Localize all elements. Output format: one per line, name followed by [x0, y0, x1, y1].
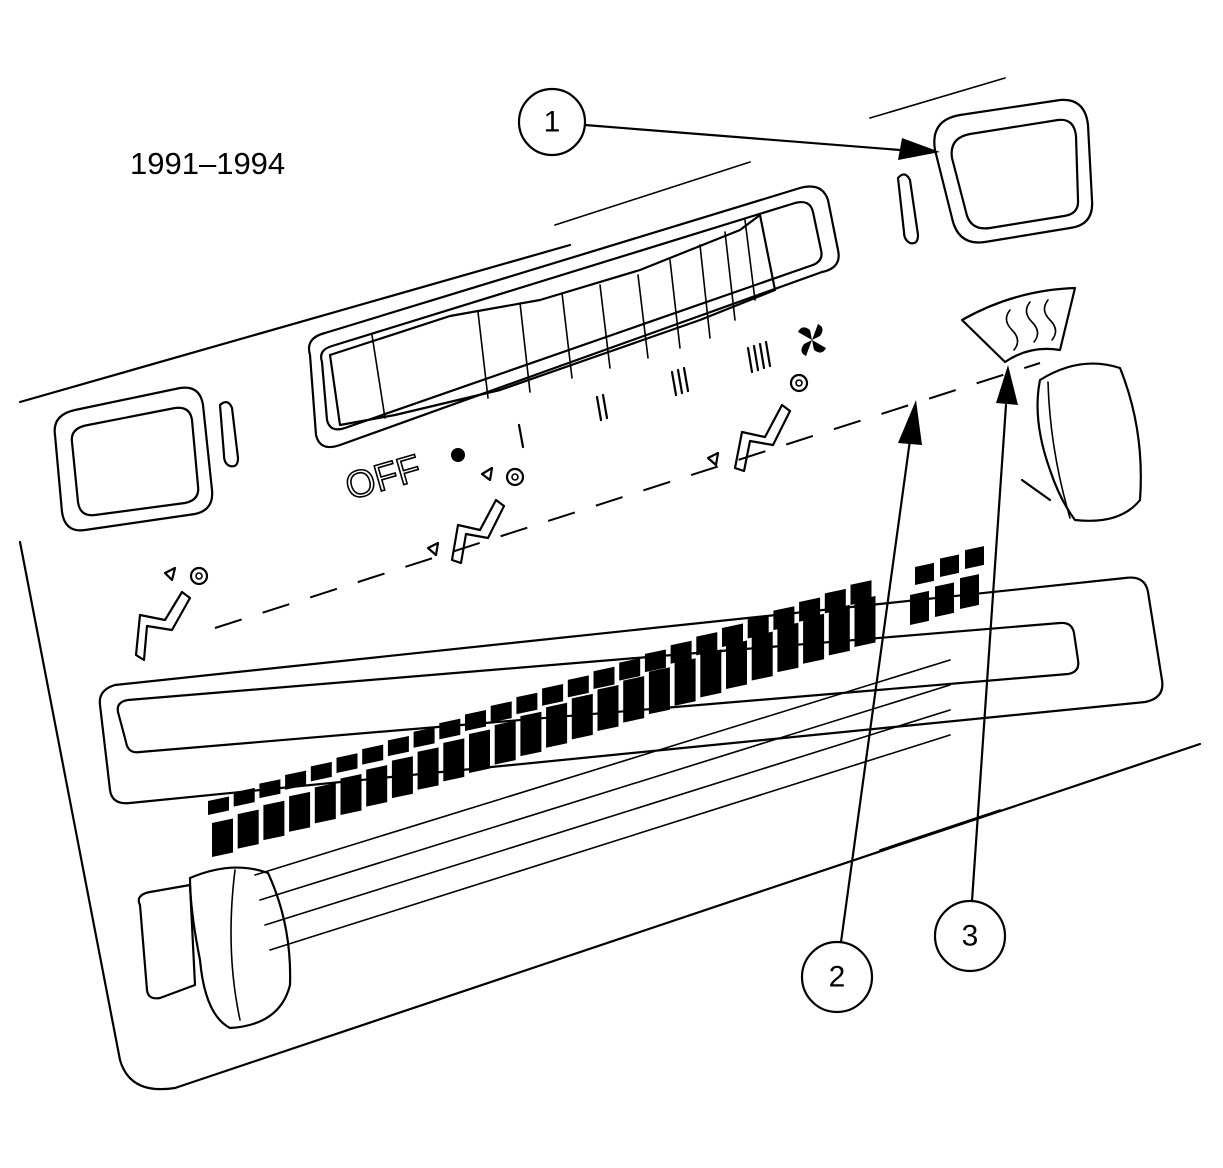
gradient-block	[362, 744, 384, 765]
gradient-block	[391, 756, 413, 799]
mode-control-knob[interactable]	[1020, 362, 1142, 522]
gradient-block	[336, 753, 358, 773]
temperature-slider-knob[interactable]	[137, 866, 292, 1030]
svg-text:3: 3	[962, 920, 979, 953]
fan-speed-3-icon	[670, 366, 690, 397]
fan-off-label: OFF	[341, 447, 426, 508]
gradient-block	[259, 779, 281, 799]
fan-speed-2-icon	[595, 393, 609, 422]
gradient-block	[289, 791, 311, 832]
gradient-block	[648, 667, 670, 715]
gradient-block	[516, 692, 538, 715]
gradient-block	[965, 546, 984, 569]
gradient-block	[490, 701, 512, 723]
gradient-block	[935, 582, 954, 617]
gradient-block	[644, 649, 666, 673]
gradient-block	[439, 718, 461, 740]
gradient-block	[910, 590, 929, 625]
gradient-block	[413, 727, 435, 748]
dashed-divider-line	[214, 362, 1041, 629]
gradient-block	[263, 800, 285, 841]
gradient-block	[314, 782, 336, 824]
gradient-block	[940, 554, 959, 577]
gradient-block	[208, 796, 229, 815]
fan-icon	[798, 324, 826, 356]
gradient-block	[960, 574, 979, 609]
gradient-block	[623, 676, 645, 723]
year-range-label: 1991–1994	[130, 146, 285, 181]
gradient-block	[700, 649, 722, 698]
gradient-block	[696, 632, 718, 656]
temperature-control[interactable]	[98, 576, 1164, 951]
gradient-block	[747, 614, 769, 639]
callout-3: 1	[517, 87, 940, 160]
gradient-block	[366, 765, 388, 807]
gradient-block	[546, 702, 568, 748]
gradient-block	[212, 818, 233, 857]
defrost-floor-icon	[426, 466, 525, 565]
gradient-block	[799, 597, 821, 622]
rear-defog-button[interactable]	[896, 98, 1094, 245]
gradient-block	[237, 809, 259, 849]
fan-speed-1-icon	[517, 423, 525, 449]
gradient-block	[387, 735, 409, 757]
gradient-block	[726, 640, 747, 689]
gradient-block	[777, 622, 799, 673]
gradient-block	[494, 720, 516, 765]
gradient-block	[854, 595, 876, 647]
gradient-block	[542, 684, 564, 706]
left-push-button[interactable]	[53, 386, 240, 532]
gradient-block	[722, 623, 743, 647]
callout-2: 3	[933, 365, 1018, 973]
svg-text:1: 1	[544, 106, 561, 139]
gradient-block	[674, 658, 696, 706]
defrost-icon	[706, 373, 809, 473]
vent-floor-icon	[134, 566, 209, 662]
gradient-block	[469, 729, 490, 773]
gradient-block	[670, 640, 692, 664]
gradient-block	[803, 613, 825, 664]
fan-off-dot-icon	[451, 448, 465, 462]
callout-1: 2	[800, 400, 922, 1014]
fan-speed-slider[interactable]	[307, 185, 840, 449]
gradient-block	[597, 685, 619, 731]
gradient-block	[567, 675, 589, 698]
gradient-block	[773, 606, 795, 631]
gradient-block	[619, 658, 641, 681]
windshield-defrost-icon	[960, 286, 1077, 364]
gradient-block	[571, 693, 593, 740]
fan-slider-lever[interactable]	[328, 213, 777, 427]
gradient-block	[520, 711, 542, 757]
gradient-block	[417, 747, 439, 790]
gradient-block	[340, 774, 362, 815]
fan-speed-4-icon	[746, 340, 772, 374]
gradient-block	[915, 562, 934, 585]
gradient-block	[310, 761, 332, 782]
gradient-block	[593, 666, 615, 689]
svg-text:2: 2	[829, 961, 846, 994]
gradient-block	[828, 604, 850, 656]
gradient-block	[233, 787, 255, 807]
gradient-block	[751, 631, 773, 681]
panel-outline	[18, 77, 1202, 1091]
gradient-block	[443, 738, 465, 782]
gradient-block	[465, 710, 486, 731]
temperature-gradient-bar	[208, 546, 984, 857]
gradient-block	[285, 770, 307, 790]
